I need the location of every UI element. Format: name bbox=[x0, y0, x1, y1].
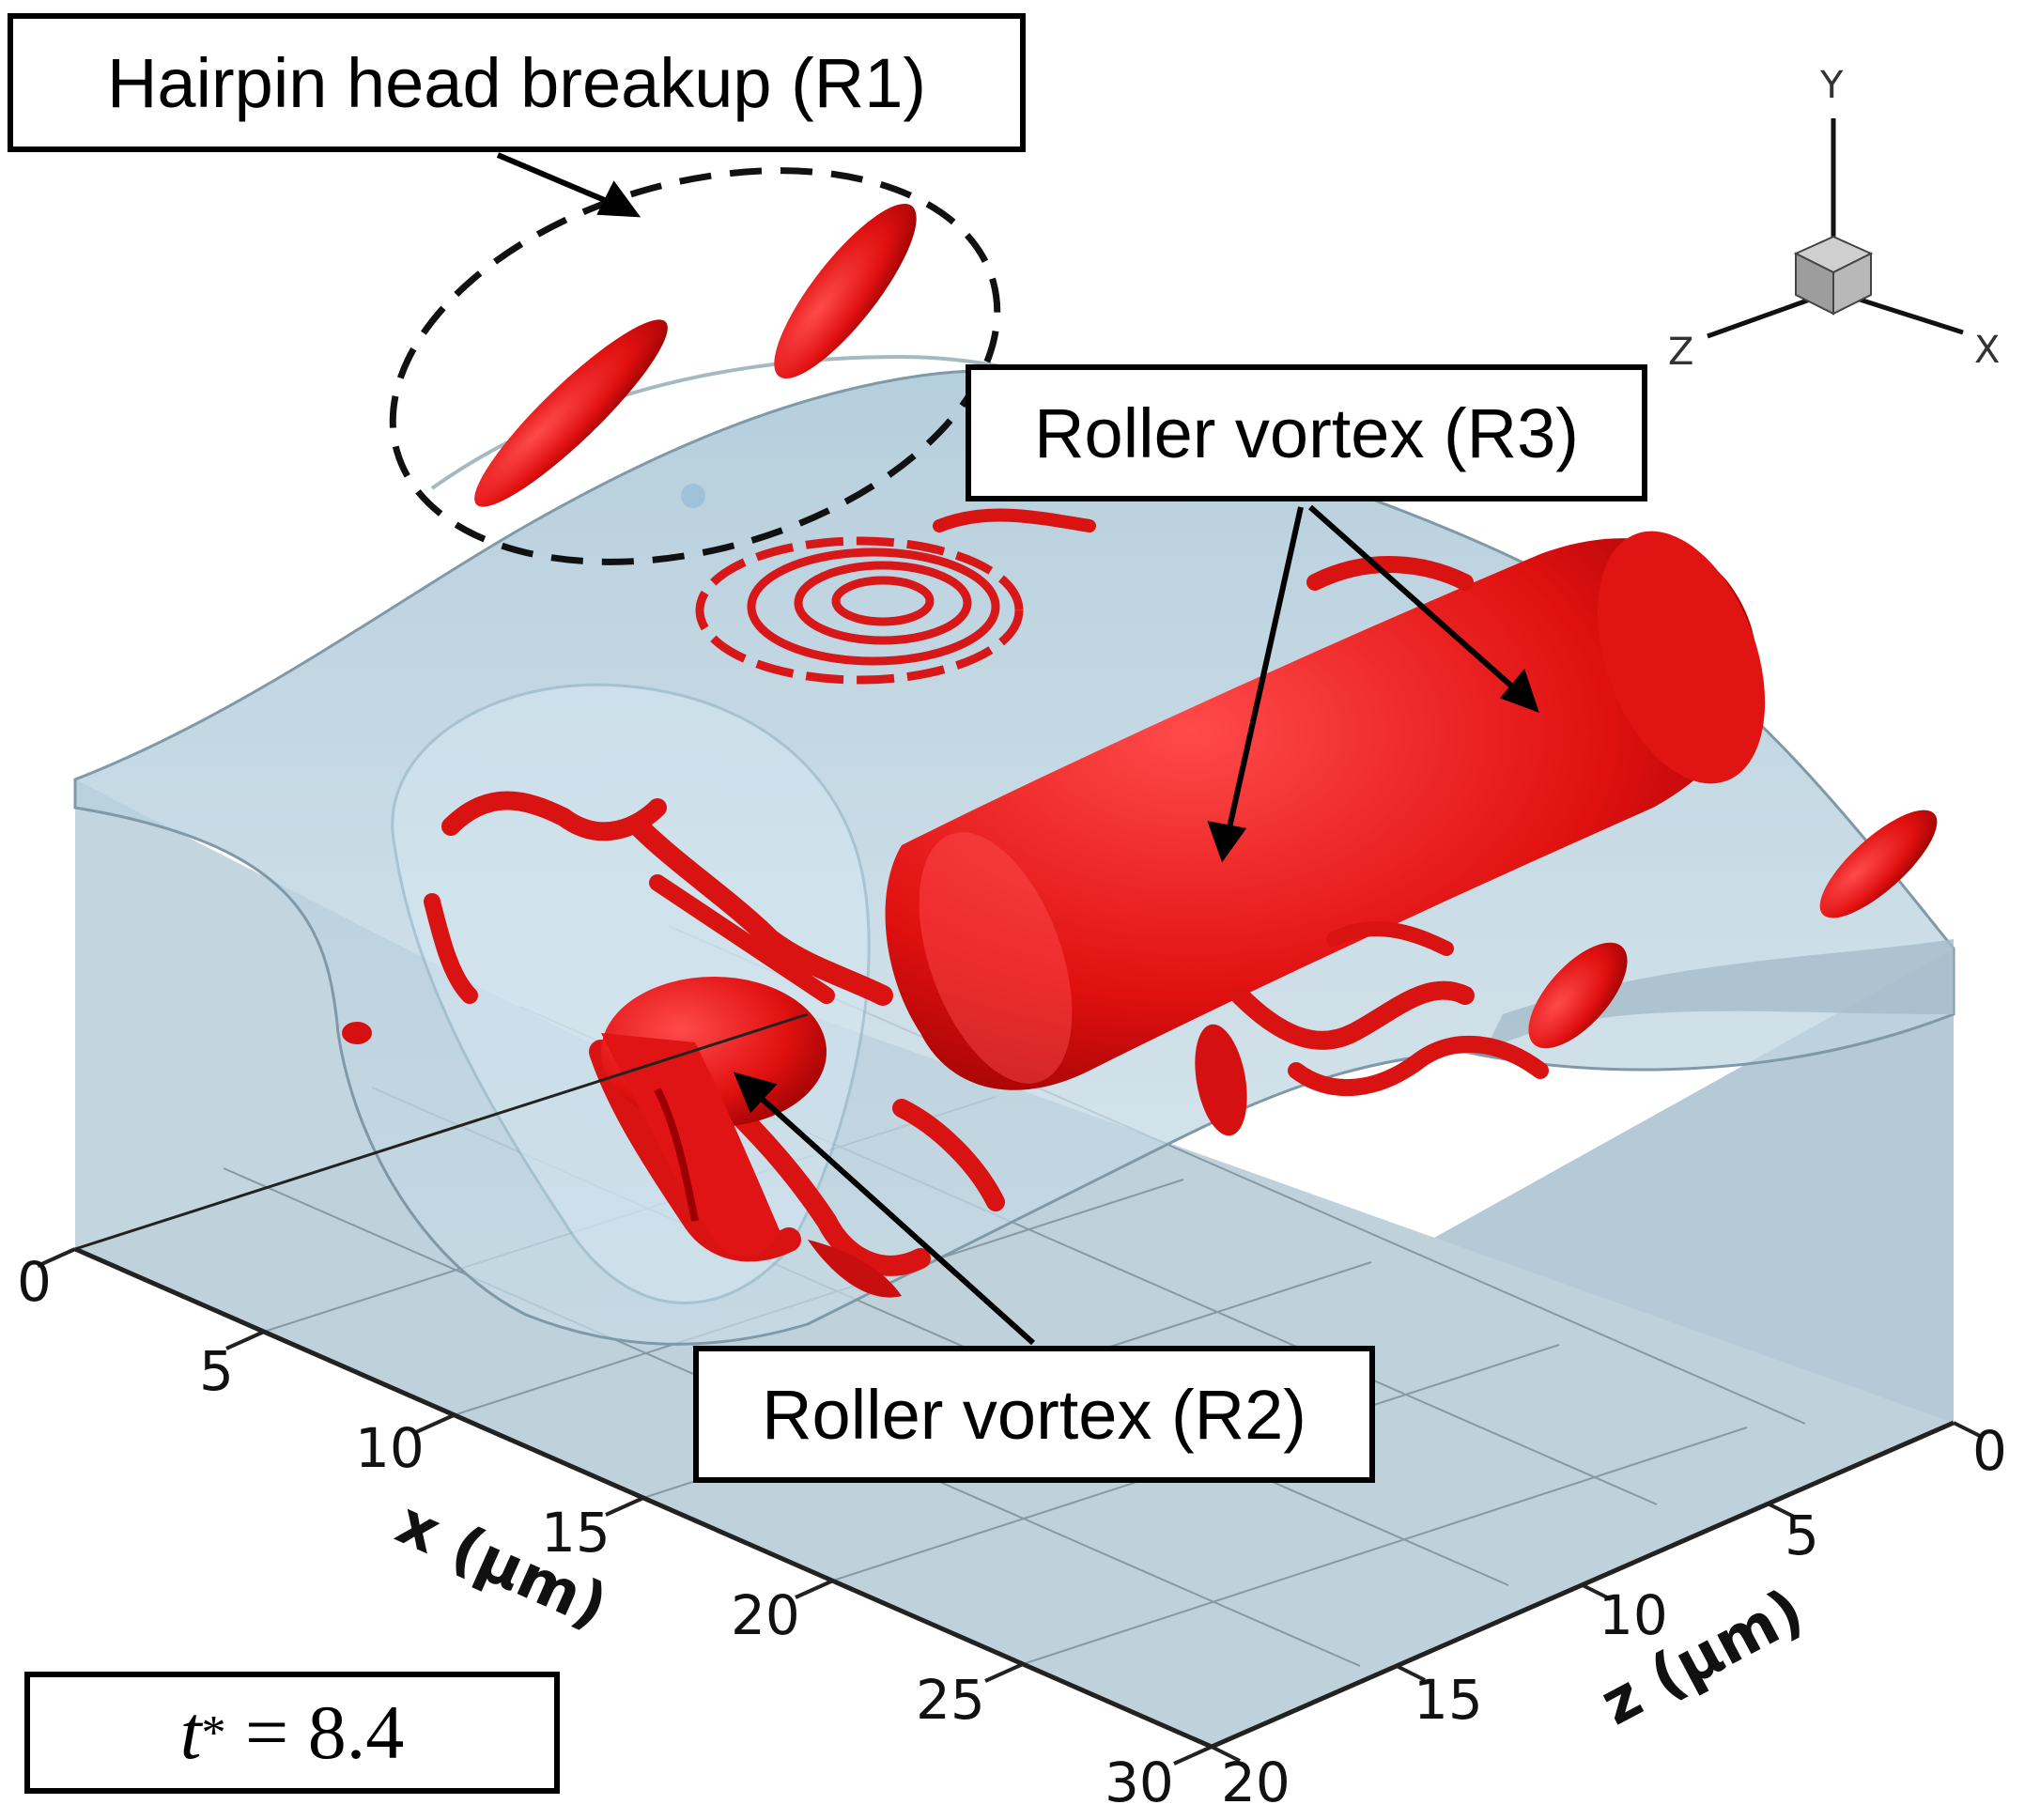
time-value: = 8.4 bbox=[245, 1689, 405, 1775]
x-tick-label: 25 bbox=[916, 1668, 985, 1732]
callout-r2-text: Roller vortex (R2) bbox=[762, 1375, 1306, 1454]
roller-vortex-r3 bbox=[885, 531, 1766, 1090]
callout-roller-r2: Roller vortex (R2) bbox=[693, 1346, 1375, 1483]
time-label-box: t* = 8.4 bbox=[24, 1672, 560, 1794]
time-superscript: * bbox=[201, 1705, 226, 1760]
x-tick-label: 10 bbox=[355, 1416, 425, 1480]
side-vortex-blobs bbox=[342, 810, 1938, 1136]
axis-triad bbox=[1707, 118, 1964, 339]
x-tick-label: 20 bbox=[731, 1583, 800, 1647]
triad-y-label: Y bbox=[1819, 64, 1844, 107]
x-tick-label: 5 bbox=[199, 1339, 234, 1403]
x-tick-label: 30 bbox=[1105, 1751, 1174, 1814]
callout-arrows bbox=[496, 152, 1539, 1346]
hairpin-fragments-r1 bbox=[474, 203, 917, 508]
bubble-shell bbox=[391, 683, 871, 1304]
z-tick-label: 10 bbox=[1599, 1583, 1668, 1647]
z-tick-label: 0 bbox=[1972, 1419, 2007, 1483]
z-axis-ticks bbox=[1211, 1421, 1983, 1763]
callout-roller-r3: Roller vortex (R3) bbox=[966, 364, 1647, 501]
interface-trough bbox=[1484, 939, 1954, 1052]
x-tick-label: 0 bbox=[17, 1250, 52, 1314]
triad-x-label: X bbox=[1974, 329, 2000, 372]
x-tick-label: 15 bbox=[541, 1501, 610, 1565]
ripple-rings bbox=[695, 536, 1024, 685]
z-tick-label: 20 bbox=[1221, 1751, 1290, 1814]
callout-r3-text: Roller vortex (R3) bbox=[1034, 393, 1579, 472]
z-tick-label: 5 bbox=[1785, 1504, 1819, 1567]
triad-z-label: Z bbox=[1668, 331, 1693, 374]
callout-hairpin-r1: Hairpin head breakup (R1) bbox=[8, 13, 1026, 152]
callout-r1-text: Hairpin head breakup (R1) bbox=[106, 43, 927, 122]
x-axis-ticks bbox=[37, 1247, 1213, 1766]
r1-dashed-ellipse bbox=[389, 167, 1001, 565]
z-tick-label: 15 bbox=[1414, 1668, 1483, 1732]
time-symbol: t bbox=[179, 1689, 202, 1775]
